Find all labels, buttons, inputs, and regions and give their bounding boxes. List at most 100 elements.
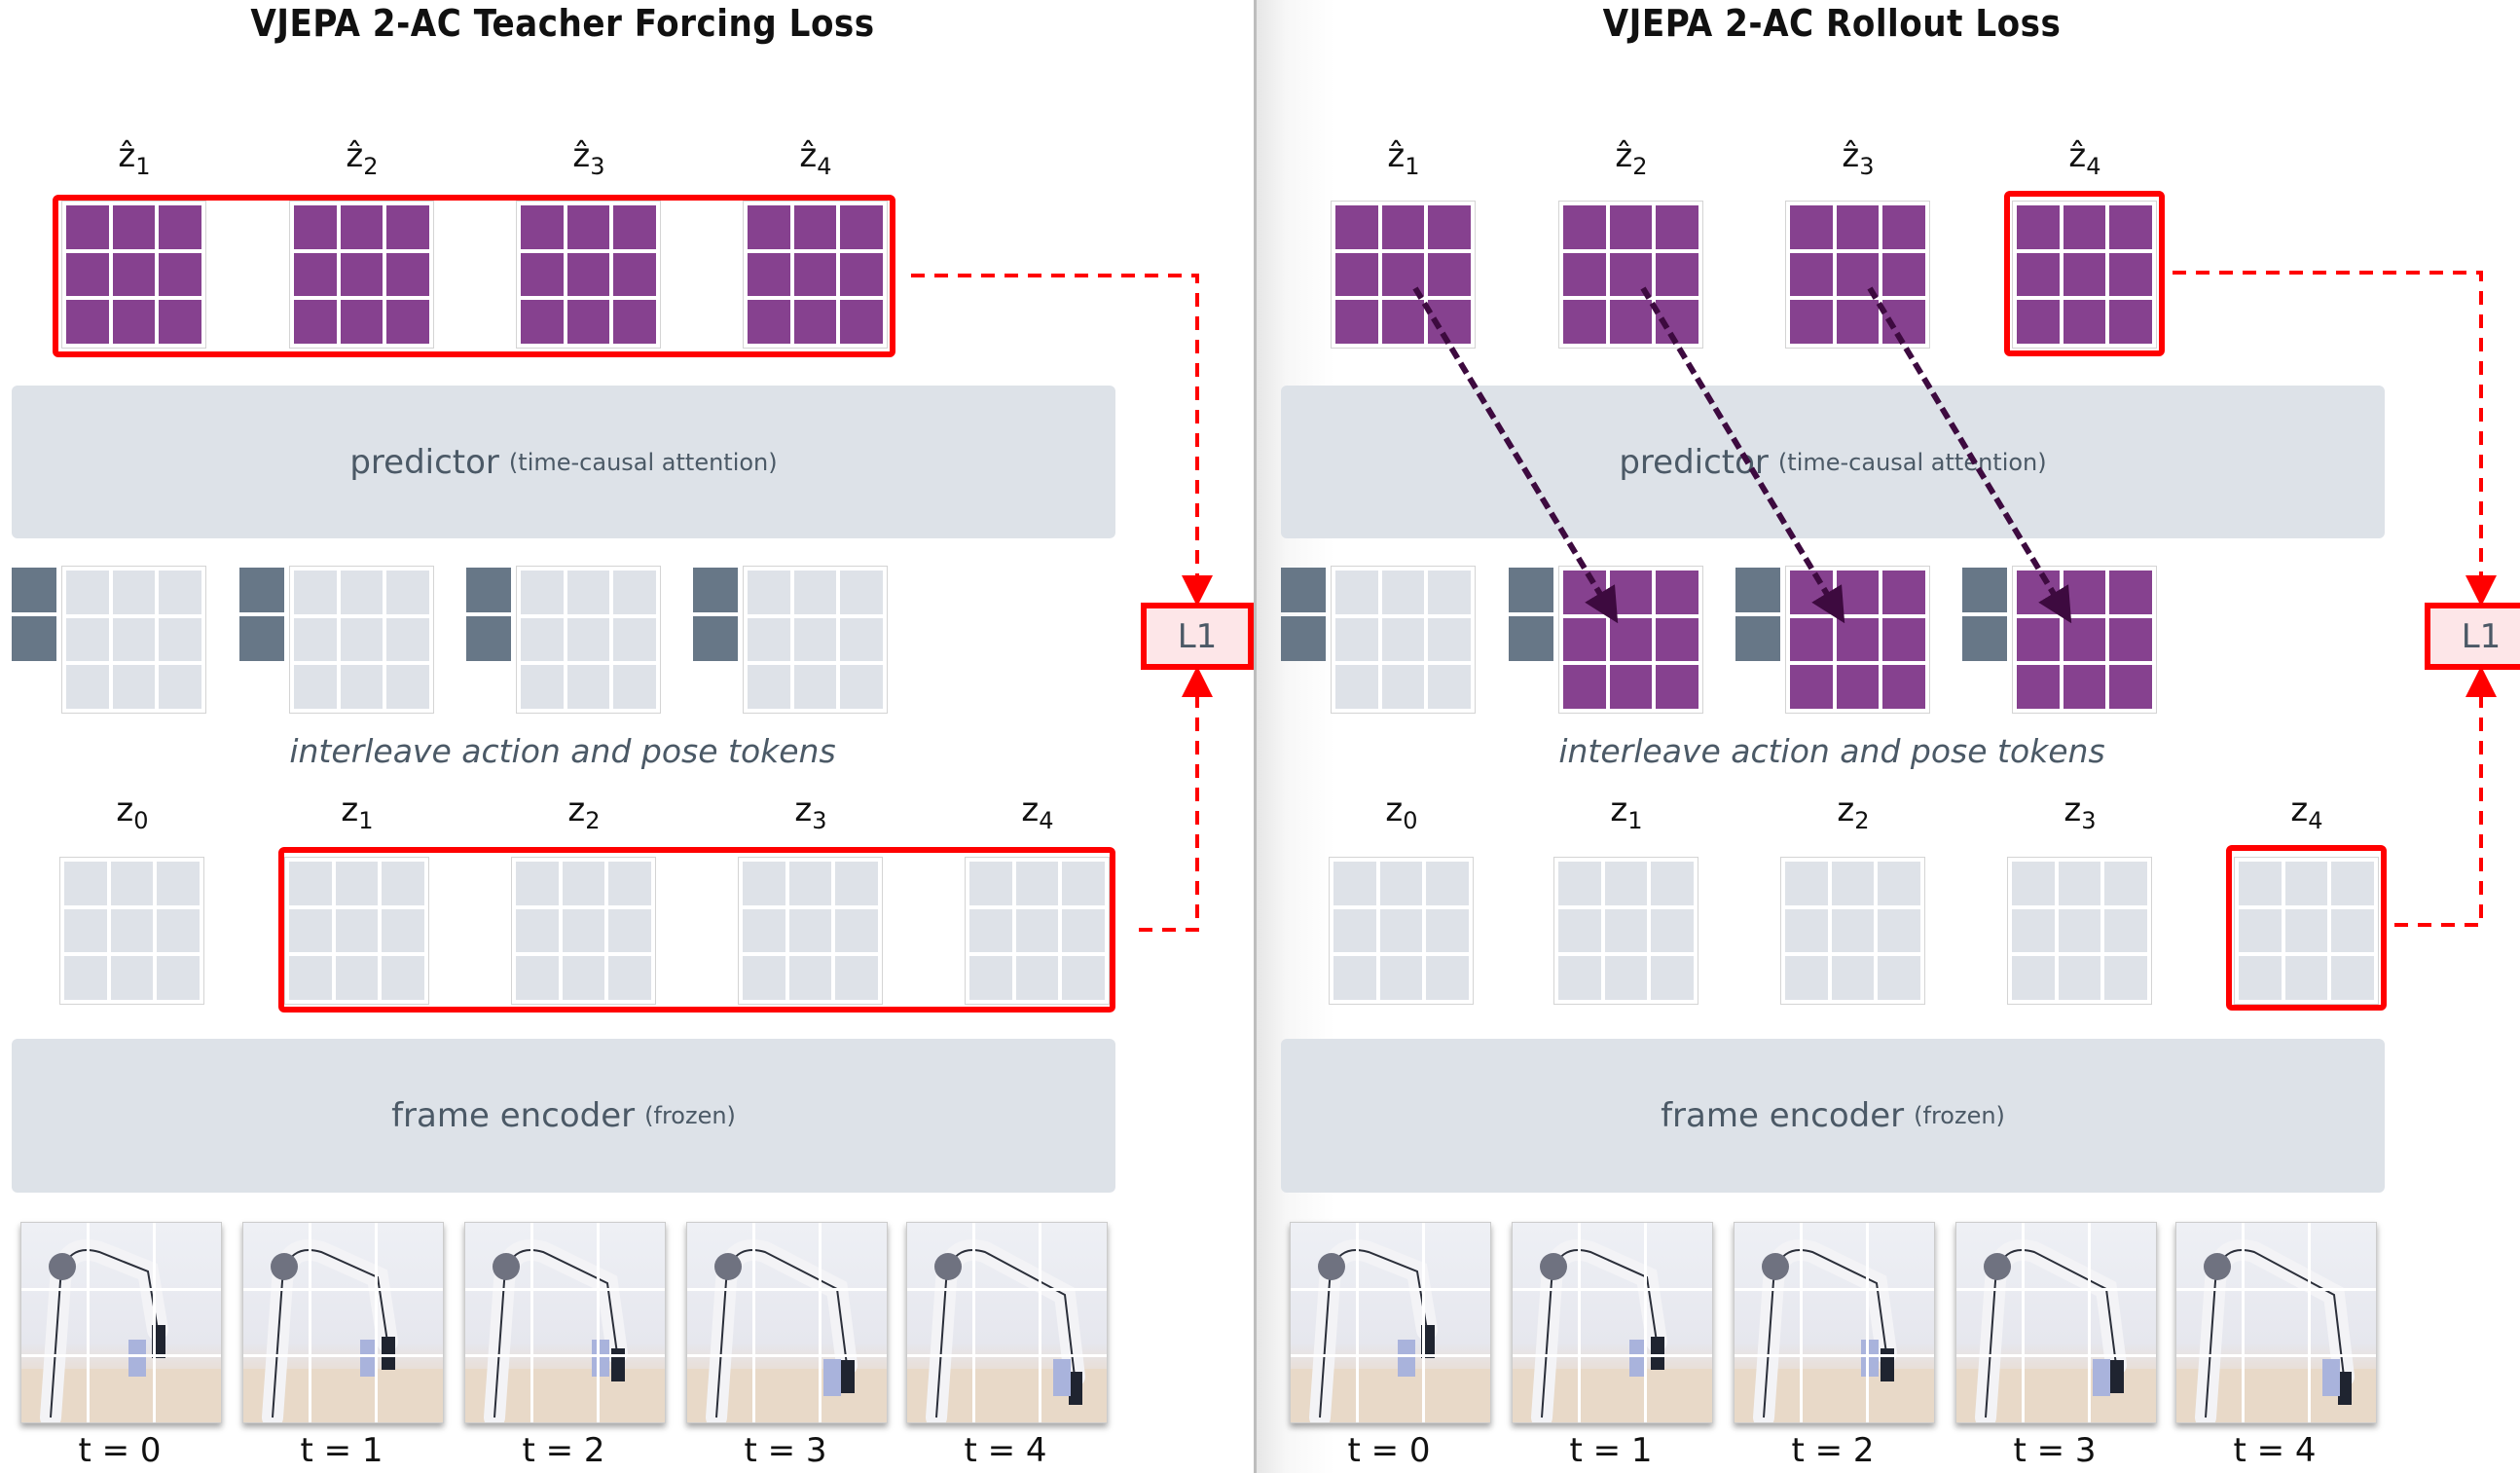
grid-cell xyxy=(1563,252,1606,297)
frame-grid-line xyxy=(1800,1223,1803,1422)
grid-cell xyxy=(1831,956,1875,1000)
grid-cell xyxy=(340,617,383,662)
target-label: z0 xyxy=(1385,791,1417,834)
prediction-label: ẑ4 xyxy=(2068,136,2100,180)
grid-cell xyxy=(2012,908,2055,953)
frame-grid-line xyxy=(1866,1223,1869,1422)
pose-token xyxy=(1509,616,1553,661)
grid-cell xyxy=(1656,205,1698,249)
grid-cell xyxy=(159,665,201,709)
grid-cell xyxy=(66,300,109,344)
prediction-label: ẑ1 xyxy=(1387,136,1419,180)
grid-cell xyxy=(516,908,559,953)
panel-title: VJEPA 2-AC Teacher Forcing Loss xyxy=(250,2,875,45)
grid-cell xyxy=(2017,571,2060,614)
target-to-loss-arrow xyxy=(1139,666,1213,932)
interleave-latent-grid xyxy=(743,566,888,714)
prediction-label-base: ẑ xyxy=(1842,136,1860,175)
grid-cell xyxy=(1015,862,1059,905)
grid-cell xyxy=(2109,617,2152,662)
frame-grid-line xyxy=(597,1223,600,1422)
target-label-base: z xyxy=(794,791,813,829)
grid-cell xyxy=(1558,862,1601,905)
prediction-label: ẑ4 xyxy=(799,136,831,180)
grid-cell xyxy=(2012,956,2055,1000)
grid-cell xyxy=(1604,908,1648,953)
frame-grid-line xyxy=(687,1288,887,1291)
grid-cell xyxy=(1878,862,1920,905)
grid-cell xyxy=(566,252,610,297)
grid-cell xyxy=(289,908,332,953)
grid-cell xyxy=(608,956,651,1000)
grid-cell xyxy=(840,252,883,297)
grid-cell xyxy=(1882,617,1925,662)
grid-cell xyxy=(1379,908,1423,953)
grid-cell xyxy=(64,862,107,905)
target-label-sub: 3 xyxy=(812,807,827,834)
rolled-prediction-grid xyxy=(2012,566,2157,714)
frame-grid-line xyxy=(1735,1354,1934,1357)
grid-cell xyxy=(1335,617,1378,662)
frame-encoder-label: frame encoder xyxy=(1661,1096,1905,1135)
grid-cell xyxy=(112,665,156,709)
frame-grid-line xyxy=(907,1354,1107,1357)
action-token xyxy=(466,568,511,612)
grid-cell xyxy=(743,908,785,953)
grid-cell xyxy=(294,571,337,614)
pose-token xyxy=(1281,616,1326,661)
grid-cell xyxy=(1062,908,1105,953)
robot-frame-image xyxy=(1955,1222,2157,1423)
frame-encoder-note: (frozen) xyxy=(644,1102,736,1129)
target-latent-grid xyxy=(2234,857,2379,1005)
grid-cell xyxy=(289,956,332,1000)
grid-cell xyxy=(1335,571,1378,614)
prediction-grid xyxy=(1331,201,1476,349)
panel-title: VJEPA 2-AC Rollout Loss xyxy=(1602,2,2062,45)
grid-cell xyxy=(2104,956,2147,1000)
grid-cell xyxy=(748,300,790,344)
robot-frame-image xyxy=(906,1222,1108,1423)
grid-cell xyxy=(1609,300,1653,344)
grid-cell xyxy=(64,956,107,1000)
target-label-sub: 4 xyxy=(1039,807,1054,834)
grid-cell xyxy=(335,956,379,1000)
grid-cell xyxy=(159,571,201,614)
target-label-base: z xyxy=(1837,791,1855,829)
grid-cell xyxy=(566,205,610,249)
target-label-base: z xyxy=(2290,791,2309,829)
target-label: z3 xyxy=(794,791,826,834)
grid-cell xyxy=(566,571,610,614)
grid-cell xyxy=(335,862,379,905)
prediction-grid xyxy=(1785,201,1930,349)
grid-cell xyxy=(1651,956,1694,1000)
grid-cell xyxy=(2239,956,2282,1000)
rolled-prediction-grid xyxy=(1785,566,1930,714)
pose-token xyxy=(693,616,738,661)
grid-cell xyxy=(159,252,201,297)
robot-frame-image xyxy=(1290,1222,1491,1423)
grid-cell xyxy=(110,956,154,1000)
grid-cell xyxy=(2109,252,2152,297)
grid-cell xyxy=(294,252,337,297)
grid-cell xyxy=(1335,205,1378,249)
prediction-grid xyxy=(516,201,661,349)
grid-cell xyxy=(1878,956,1920,1000)
target-label-sub: 1 xyxy=(1627,807,1643,834)
grid-cell xyxy=(743,862,785,905)
time-label: t = 1 xyxy=(300,1431,383,1470)
grid-cell xyxy=(613,665,656,709)
target-latent-grid xyxy=(1553,857,1698,1005)
grid-cell xyxy=(2017,205,2060,249)
prediction-label-sub: 3 xyxy=(590,153,605,180)
grid-cell xyxy=(521,252,564,297)
frame-grid-line xyxy=(1513,1354,1712,1357)
grid-cell xyxy=(1428,665,1471,709)
grid-cell xyxy=(1836,205,1880,249)
frame-grid-line xyxy=(1956,1354,2156,1357)
frame-grid-line xyxy=(2022,1223,2025,1422)
prediction-label-base: ẑ xyxy=(572,136,591,175)
robot-arm-icon xyxy=(243,1239,443,1422)
grid-cell xyxy=(2063,571,2106,614)
grid-cell xyxy=(1604,862,1648,905)
time-label: t = 3 xyxy=(2013,1431,2097,1470)
